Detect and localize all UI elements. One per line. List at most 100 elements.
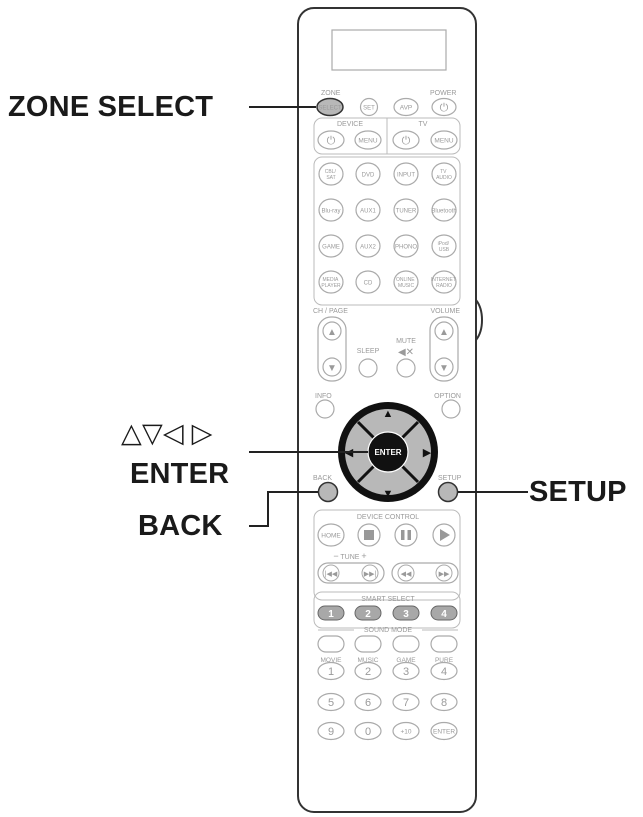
number-button[interactable]	[354, 721, 382, 741]
number-button[interactable]	[354, 692, 382, 712]
smart-select-button[interactable]	[392, 605, 420, 621]
smart-select-button[interactable]	[430, 605, 458, 621]
source-button-label: INTERNET RADIO	[431, 277, 457, 289]
tune-minus-button[interactable]	[322, 564, 340, 582]
pause-button[interactable]	[394, 523, 418, 547]
source-button[interactable]	[431, 198, 457, 222]
source-button[interactable]	[355, 162, 381, 186]
sound-mode-button[interactable]	[317, 635, 345, 653]
arrow-keys-callout: △▽◁ ▷	[121, 418, 213, 448]
source-button[interactable]	[318, 198, 344, 222]
volume-up-icon: ▲	[439, 327, 449, 338]
source-button-label: DVD	[362, 173, 375, 179]
device-control-label: DEVICE CONTROL	[357, 514, 419, 521]
smart-select-button[interactable]	[317, 605, 345, 621]
number-button[interactable]	[317, 692, 345, 712]
source-button[interactable]	[318, 270, 344, 294]
sound-mode-button[interactable]	[392, 635, 420, 653]
setup-button[interactable]	[437, 481, 459, 503]
sleep-button[interactable]	[358, 358, 378, 378]
tv-label: TV	[419, 121, 428, 128]
home-button[interactable]	[317, 523, 345, 547]
set-button-label: SET	[363, 106, 375, 112]
source-button[interactable]	[393, 162, 419, 186]
avp-button-label: AVP	[400, 105, 413, 112]
number-button[interactable]	[354, 661, 382, 681]
source-button[interactable]	[431, 270, 457, 294]
setup-button-label: SETUP	[438, 475, 462, 482]
mute-button[interactable]	[396, 358, 416, 378]
source-button[interactable]	[393, 270, 419, 294]
avp-button[interactable]	[393, 97, 419, 117]
source-button-label: PHONO	[395, 245, 417, 251]
number-button[interactable]	[392, 692, 420, 712]
number-button[interactable]	[317, 661, 345, 681]
number-button[interactable]	[430, 721, 458, 741]
sound-mode-name: MOVIE	[321, 657, 343, 664]
source-button[interactable]	[393, 234, 419, 258]
rewind-button[interactable]	[397, 564, 415, 582]
number-button-label: 6	[365, 697, 371, 709]
source-button-label: ONLINE MUSIC	[396, 277, 416, 289]
ch-up-button[interactable]	[322, 321, 342, 341]
back-callout: BACK	[138, 510, 223, 542]
source-button[interactable]	[355, 234, 381, 258]
fast-forward-button[interactable]	[435, 564, 453, 582]
number-button-label: 1	[328, 666, 334, 678]
volume-label: VOLUME	[430, 308, 460, 315]
dpad-down-icon[interactable]: ▼	[383, 488, 394, 500]
number-button-label: 8	[441, 697, 447, 709]
volume-down-button[interactable]	[434, 357, 454, 377]
volume-up-button[interactable]	[434, 321, 454, 341]
dpad-up-icon[interactable]: ▲	[383, 408, 394, 420]
number-button[interactable]	[317, 721, 345, 741]
tv-power-button[interactable]	[392, 130, 420, 150]
fast-forward-icon: ▶▶	[439, 571, 450, 578]
smart-select-number: 2	[365, 609, 371, 620]
back-button[interactable]	[317, 481, 339, 503]
dpad-right-icon[interactable]: ▶	[423, 447, 432, 459]
source-button[interactable]	[393, 198, 419, 222]
number-button[interactable]	[392, 721, 420, 741]
power-label: POWER	[430, 90, 456, 97]
sound-mode-label: SOUND MODE	[364, 627, 413, 634]
source-button[interactable]	[431, 234, 457, 258]
zone-select-callout: ZONE SELECT	[8, 91, 214, 123]
ch-page-label: CH / PAGE	[313, 308, 348, 315]
source-button[interactable]	[318, 162, 344, 186]
tune-plus-button[interactable]	[361, 564, 379, 582]
source-group	[313, 156, 461, 306]
number-button[interactable]	[430, 692, 458, 712]
info-button[interactable]	[315, 399, 335, 419]
info-label: INFO	[315, 393, 332, 400]
sound-mode-name: GAME	[396, 657, 416, 664]
setup-callout: SETUP	[529, 476, 627, 508]
device-power-button[interactable]	[317, 130, 345, 150]
ch-down-button[interactable]	[322, 357, 342, 377]
device-menu-label: MENU	[358, 138, 377, 145]
source-button[interactable]	[318, 234, 344, 258]
device-menu-button[interactable]	[354, 130, 382, 150]
smart-select-button[interactable]	[354, 605, 382, 621]
enter-button-label: ENTER	[374, 448, 401, 457]
device-control-group	[313, 509, 461, 601]
number-button[interactable]	[392, 661, 420, 681]
source-button[interactable]	[431, 162, 457, 186]
sound-mode-button[interactable]	[430, 635, 458, 653]
skip-forward-icon: ▶▶|	[364, 571, 377, 578]
power-button[interactable]	[431, 97, 457, 117]
device-label: DEVICE	[337, 121, 363, 128]
source-button[interactable]	[355, 270, 381, 294]
zone-select-button[interactable]	[316, 97, 344, 117]
tv-menu-button[interactable]	[430, 130, 458, 150]
source-button-label: TV AUDIO	[436, 169, 452, 181]
pause-icon-bar	[407, 530, 411, 540]
sound-mode-button[interactable]	[354, 635, 382, 653]
option-button[interactable]	[441, 399, 461, 419]
set-button[interactable]	[359, 97, 379, 117]
number-button[interactable]	[430, 661, 458, 681]
source-button[interactable]	[355, 198, 381, 222]
